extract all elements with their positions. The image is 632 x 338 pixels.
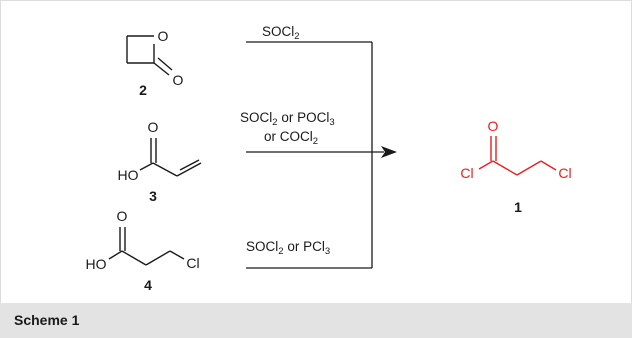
bond: [492, 160, 518, 176]
atom-o-carbonyl: O: [148, 119, 159, 135]
bond: [108, 250, 123, 260]
atom-o-carbonyl: O: [488, 118, 499, 134]
compound-1: [478, 136, 557, 176]
atom-o-carbonyl: O: [117, 208, 128, 224]
reaction-lines: [246, 41, 384, 269]
atom-o-carbonyl: O: [173, 72, 184, 88]
bond: [169, 250, 185, 260]
bond: [179, 159, 200, 171]
reagent-label-2a: SOCl2 or POCl3: [240, 110, 335, 128]
atom-hydroxyl: HO: [118, 167, 139, 183]
compound-4: [108, 227, 185, 266]
reaction-arrow-head: [381, 146, 397, 158]
bond: [176, 162, 202, 177]
bond: [516, 160, 542, 176]
caption-bar: Scheme 1: [0, 303, 632, 338]
reagent-label-3: SOCl2 or PCl3: [246, 239, 330, 257]
reagent-label-2b: or COCl2: [264, 129, 318, 147]
atom-chlorine: Cl: [186, 255, 199, 271]
atom-hydroxyl: HO: [86, 256, 107, 272]
compound-number-2: 2: [139, 82, 147, 98]
bond: [152, 162, 178, 177]
bond: [540, 160, 557, 171]
compound-number-1: 1: [514, 199, 522, 215]
atom-chlorine-acyl: Cl: [460, 165, 473, 181]
bond: [145, 250, 171, 266]
atom-o-ring: O: [158, 28, 169, 44]
bond: [139, 162, 154, 171]
compound-2: [126, 35, 173, 76]
compound-number-3: 3: [149, 188, 157, 204]
reagent-label-1: SOCl2: [262, 24, 300, 42]
scheme-caption: Scheme 1: [14, 312, 80, 328]
compound-number-4: 4: [144, 277, 152, 293]
bond: [157, 57, 173, 71]
bond: [153, 62, 170, 76]
bond: [478, 160, 494, 170]
compound-3: [139, 138, 202, 177]
bond: [121, 250, 147, 266]
atom-chlorine-alkyl: Cl: [558, 165, 571, 181]
